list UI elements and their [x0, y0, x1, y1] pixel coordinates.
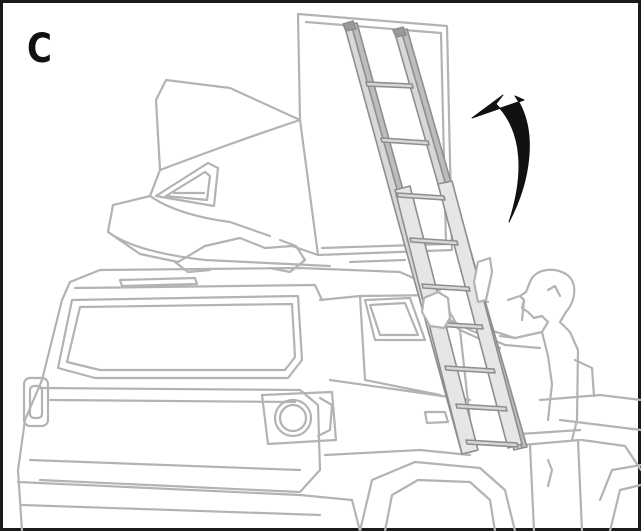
car-body	[18, 268, 641, 531]
curved-up-arrow-icon	[472, 95, 529, 222]
ladder	[343, 21, 527, 454]
